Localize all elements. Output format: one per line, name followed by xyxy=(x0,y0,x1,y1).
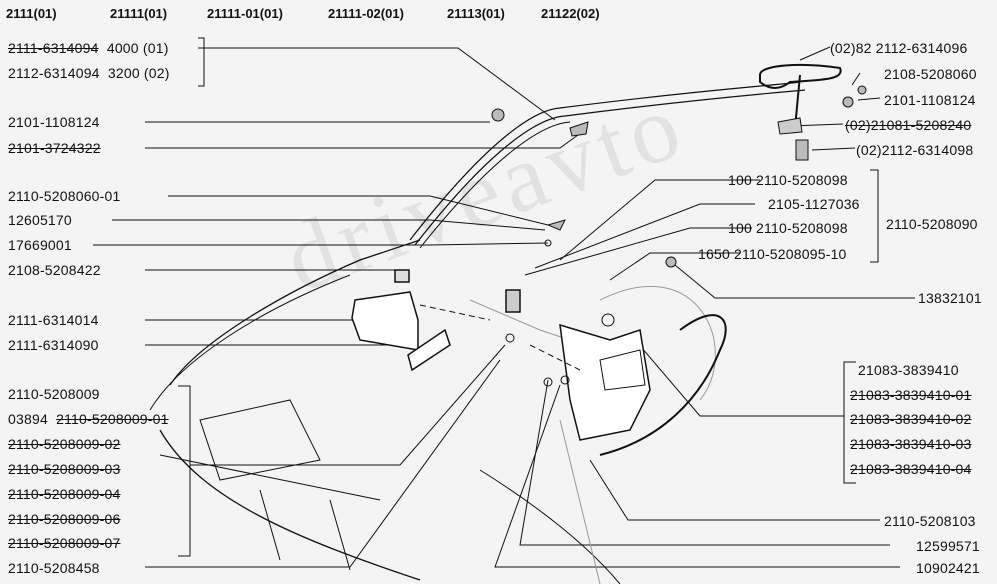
part-label: 2110-5208009-03 xyxy=(8,461,121,477)
part-label: 10902421 xyxy=(916,560,980,576)
part-label: 2111-6314094 4000 (01) xyxy=(8,40,169,56)
part-label: 100 2110-5208098 xyxy=(728,172,848,188)
part-qty: 4000 (01) xyxy=(106,40,169,56)
bracket-headlight-right xyxy=(843,361,856,484)
part-label: 12605170 xyxy=(8,212,72,228)
part-number: 2112-6314094 xyxy=(8,65,100,81)
part-number: 2111-6314094 xyxy=(8,40,99,56)
part-label: 100 2110-5208098 xyxy=(728,220,848,236)
part-label: 1650 2110-5208095-10 xyxy=(698,246,847,262)
part-label: 2110-5208009-04 xyxy=(8,486,121,502)
part-label: (02)2112-6314098 xyxy=(856,142,974,158)
part-label: 2110-5208009-02 xyxy=(8,436,121,452)
part-label: 2101-3724322 xyxy=(8,140,101,156)
model-header-1: 2111(01) xyxy=(6,6,57,21)
part-label: 2111-6314090 xyxy=(8,337,99,353)
part-label: 2105-1127036 xyxy=(768,196,860,212)
part-label: 12599571 xyxy=(916,538,980,554)
part-qty: 3200 (02) xyxy=(107,65,170,81)
part-label: 2110-5208090 xyxy=(886,216,978,232)
part-label: 21083-3839410-01 xyxy=(850,387,972,403)
part-label: 2110-5208009 xyxy=(8,386,100,402)
part-label: (02)82 2112-6314096 xyxy=(830,40,968,56)
part-label: 21083-3839410-03 xyxy=(850,436,972,452)
part-label: 2111-6314014 xyxy=(8,312,99,328)
part-label: 21083-3839410 xyxy=(858,362,959,378)
part-label: 2110-5208060-01 xyxy=(8,188,121,204)
model-header-4: 21111-02(01) xyxy=(328,6,404,21)
part-label: 21083-3839410-02 xyxy=(850,411,972,427)
part-qty: 03894 xyxy=(8,411,48,427)
model-header-2: 21111(01) xyxy=(110,6,168,21)
part-label: 2110-5208009-07 xyxy=(8,535,121,551)
part-label: 2110-5208458 xyxy=(8,560,100,576)
part-label: 2112-6314094 3200 (02) xyxy=(8,65,170,81)
part-label: 17669001 xyxy=(8,237,72,253)
part-label: (02)21081-5208240 xyxy=(845,117,972,133)
part-number: 2110-5208009-01 xyxy=(56,411,169,427)
part-label: 2110-5208103 xyxy=(884,513,976,529)
model-header-5: 21113(01) xyxy=(447,6,505,21)
bracket-group-right xyxy=(870,169,879,263)
part-label: 21083-3839410-04 xyxy=(850,461,972,477)
bracket-top-left xyxy=(198,37,205,87)
part-label: 2110-5208009-06 xyxy=(8,511,121,527)
model-header-6: 21122(02) xyxy=(541,6,600,21)
part-label: 03894 2110-5208009-01 xyxy=(8,411,169,427)
bracket-group-left xyxy=(178,385,191,557)
part-label: 2108-5208422 xyxy=(8,262,101,278)
part-label: 13832101 xyxy=(918,290,982,306)
part-label: 2108-5208060 xyxy=(884,66,977,82)
model-header-3: 21111-01(01) xyxy=(207,6,283,21)
part-label: 2101-1108124 xyxy=(884,92,976,108)
part-label: 2101-1108124 xyxy=(8,114,100,130)
